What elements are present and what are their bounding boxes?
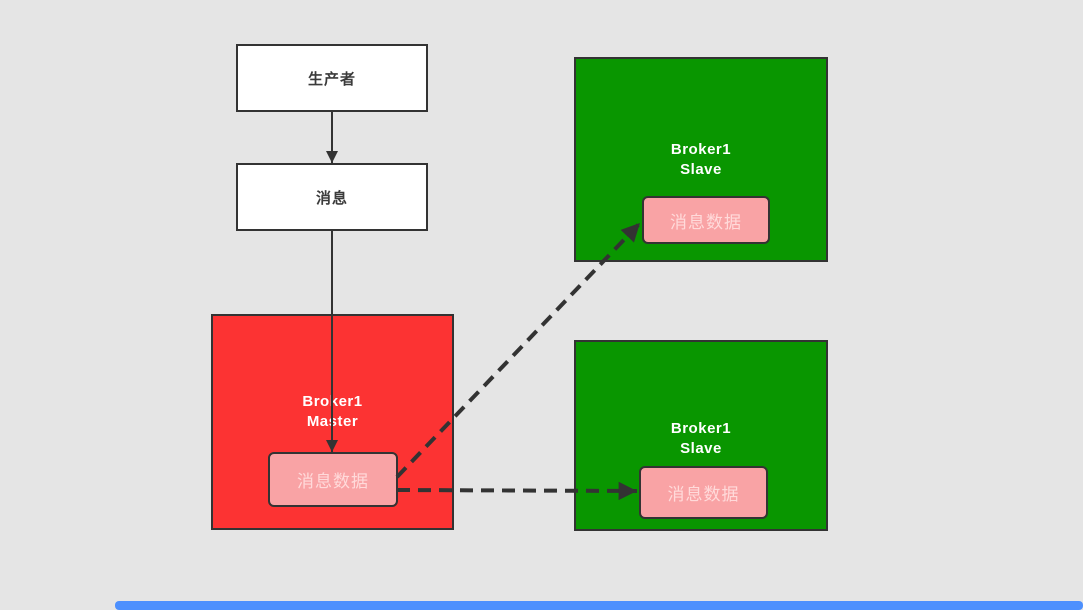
broker-master-data-chip[interactable]: 消息数据 bbox=[268, 452, 398, 507]
broker-slave-top-data-label: 消息数据 bbox=[670, 212, 742, 232]
broker-master-data-label: 消息数据 bbox=[297, 472, 369, 491]
message-label: 消息 bbox=[315, 189, 348, 207]
broker-slave-bottom-data-label: 消息数据 bbox=[667, 485, 740, 504]
broker-slave-top-data-chip[interactable]: 消息数据 bbox=[642, 196, 770, 244]
broker-slave-top-node[interactable]: Broker1 Slave 消息数据 bbox=[574, 57, 828, 262]
broker-master-title-line2: Master bbox=[306, 413, 359, 430]
broker-slave-bottom-node[interactable]: Broker1 Slave 消息数据 bbox=[574, 340, 828, 531]
broker-master-title-line1: Broker1 bbox=[302, 393, 363, 410]
broker-slave-top-title-line1: Broker1 bbox=[670, 141, 732, 158]
broker-slave-bottom-data-chip[interactable]: 消息数据 bbox=[639, 466, 768, 519]
broker-slave-bottom-title: Broker1 Slave bbox=[576, 419, 826, 459]
broker-slave-bottom-title-line1: Broker1 bbox=[670, 420, 732, 437]
broker-master-title: Broker1 Master bbox=[213, 392, 452, 432]
broker-slave-top-title-line2: Slave bbox=[680, 161, 722, 178]
broker-slave-top-title: Broker1 Slave bbox=[576, 140, 826, 180]
producer-label: 生产者 bbox=[307, 70, 356, 88]
broker-master-node[interactable]: Broker1 Master 消息数据 bbox=[211, 314, 454, 530]
broker-slave-bottom-title-line2: Slave bbox=[680, 440, 722, 457]
producer-node[interactable]: 生产者 bbox=[236, 44, 428, 112]
message-node[interactable]: 消息 bbox=[236, 163, 428, 231]
horizontal-scrollbar-thumb[interactable] bbox=[115, 601, 1083, 610]
